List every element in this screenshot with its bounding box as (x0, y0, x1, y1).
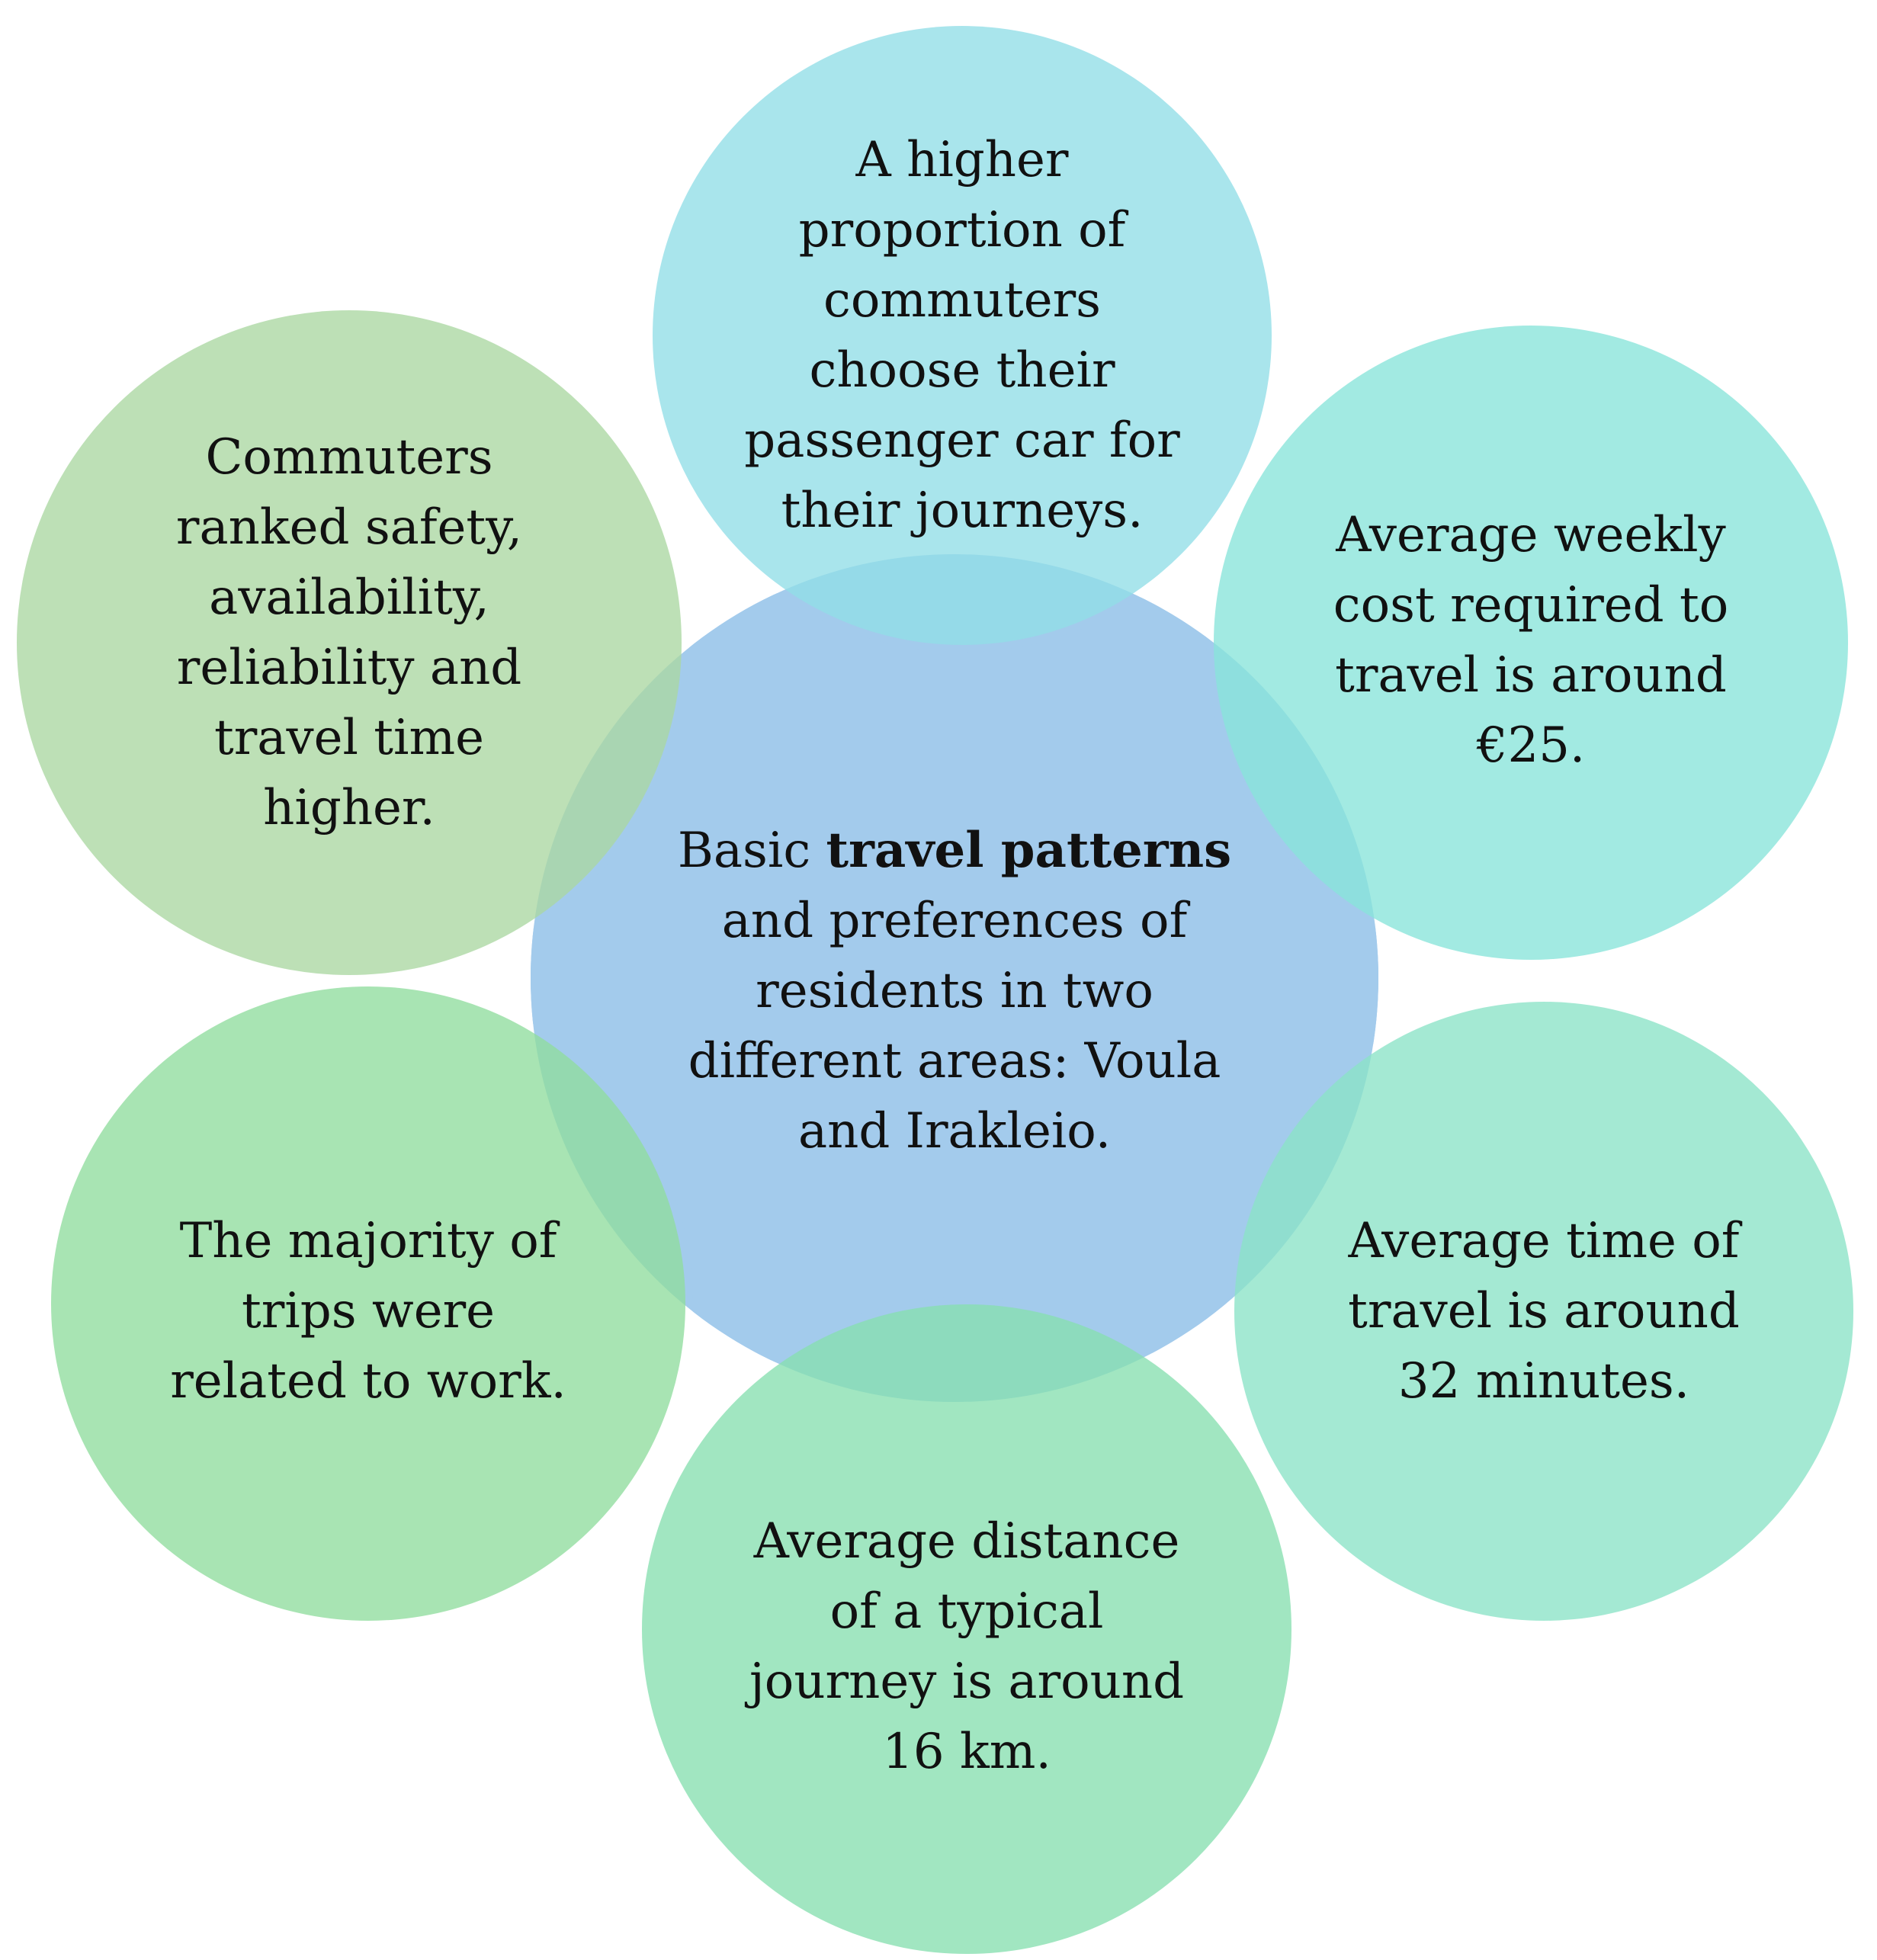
satellite-circle-lower-right (1234, 1002, 1853, 1621)
label-line: their journeys. (781, 483, 1144, 539)
label-line: travel time (213, 710, 485, 766)
label-line: ranked safety, (175, 499, 523, 556)
label-line: The majority of (179, 1213, 557, 1269)
label-line: Average weekly (1336, 507, 1726, 563)
center-label-emphasis: travel patterns (826, 822, 1232, 879)
satellite-circle-upper-left (17, 310, 682, 975)
label-line: reliability and (176, 640, 522, 696)
label-line: and Irakleio. (797, 1103, 1112, 1160)
label-line: proportion of (798, 202, 1126, 258)
satellite-label-top: A higher proportion of commuters choose … (695, 99, 1229, 572)
label-line: 16 km. (882, 1724, 1051, 1780)
label-line: 32 minutes. (1397, 1353, 1690, 1410)
label-line: commuters (823, 272, 1101, 329)
label-line: residents in two (756, 963, 1153, 1019)
center-label-prefix: Basic (677, 823, 826, 879)
label-line: availability, (209, 569, 489, 626)
satellite-label-lower-left: The majority of trips were related to wo… (101, 1098, 635, 1525)
satellite-circle-upper-right (1214, 326, 1848, 960)
label-line: related to work. (170, 1353, 566, 1410)
label-line: passenger car for (744, 412, 1180, 469)
satellite-label-upper-right: Average weekly cost required to travel i… (1272, 427, 1790, 854)
label-line: A higher (855, 132, 1069, 188)
satellite-circle-lower-left (51, 986, 685, 1621)
label-line: travel is around (1335, 647, 1727, 704)
label-line: higher. (263, 780, 435, 836)
label-line: journey is around (749, 1654, 1185, 1710)
label-line: €25. (1476, 717, 1586, 774)
label-line: Commuters (205, 429, 493, 486)
label-line: cost required to (1333, 577, 1729, 634)
label-line: of a typical (829, 1583, 1104, 1640)
label-line: Average distance (753, 1513, 1180, 1570)
label-line: choose their (809, 342, 1115, 399)
satellite-label-bottom: Average distance of a typical journey is… (700, 1433, 1234, 1860)
center-label-first-line: Basic travel patterns (678, 816, 1231, 886)
satellite-circle-top (653, 26, 1272, 645)
label-line: trips were (241, 1283, 496, 1339)
satellite-circle-bottom (642, 1304, 1291, 1954)
label-line: and preferences of (721, 893, 1188, 949)
center-label: Basic travel patterns and preferences of… (642, 778, 1267, 1205)
label-line: different areas: Voula (688, 1033, 1221, 1089)
label-line: travel is around (1348, 1283, 1740, 1339)
satellite-label-upper-left: Commuters ranked safety, availability, r… (82, 396, 616, 869)
satellite-label-lower-right: Average time of travel is around 32 minu… (1285, 1098, 1803, 1525)
center-circle-front (531, 554, 1378, 1402)
label-line: Average time of (1348, 1213, 1740, 1269)
